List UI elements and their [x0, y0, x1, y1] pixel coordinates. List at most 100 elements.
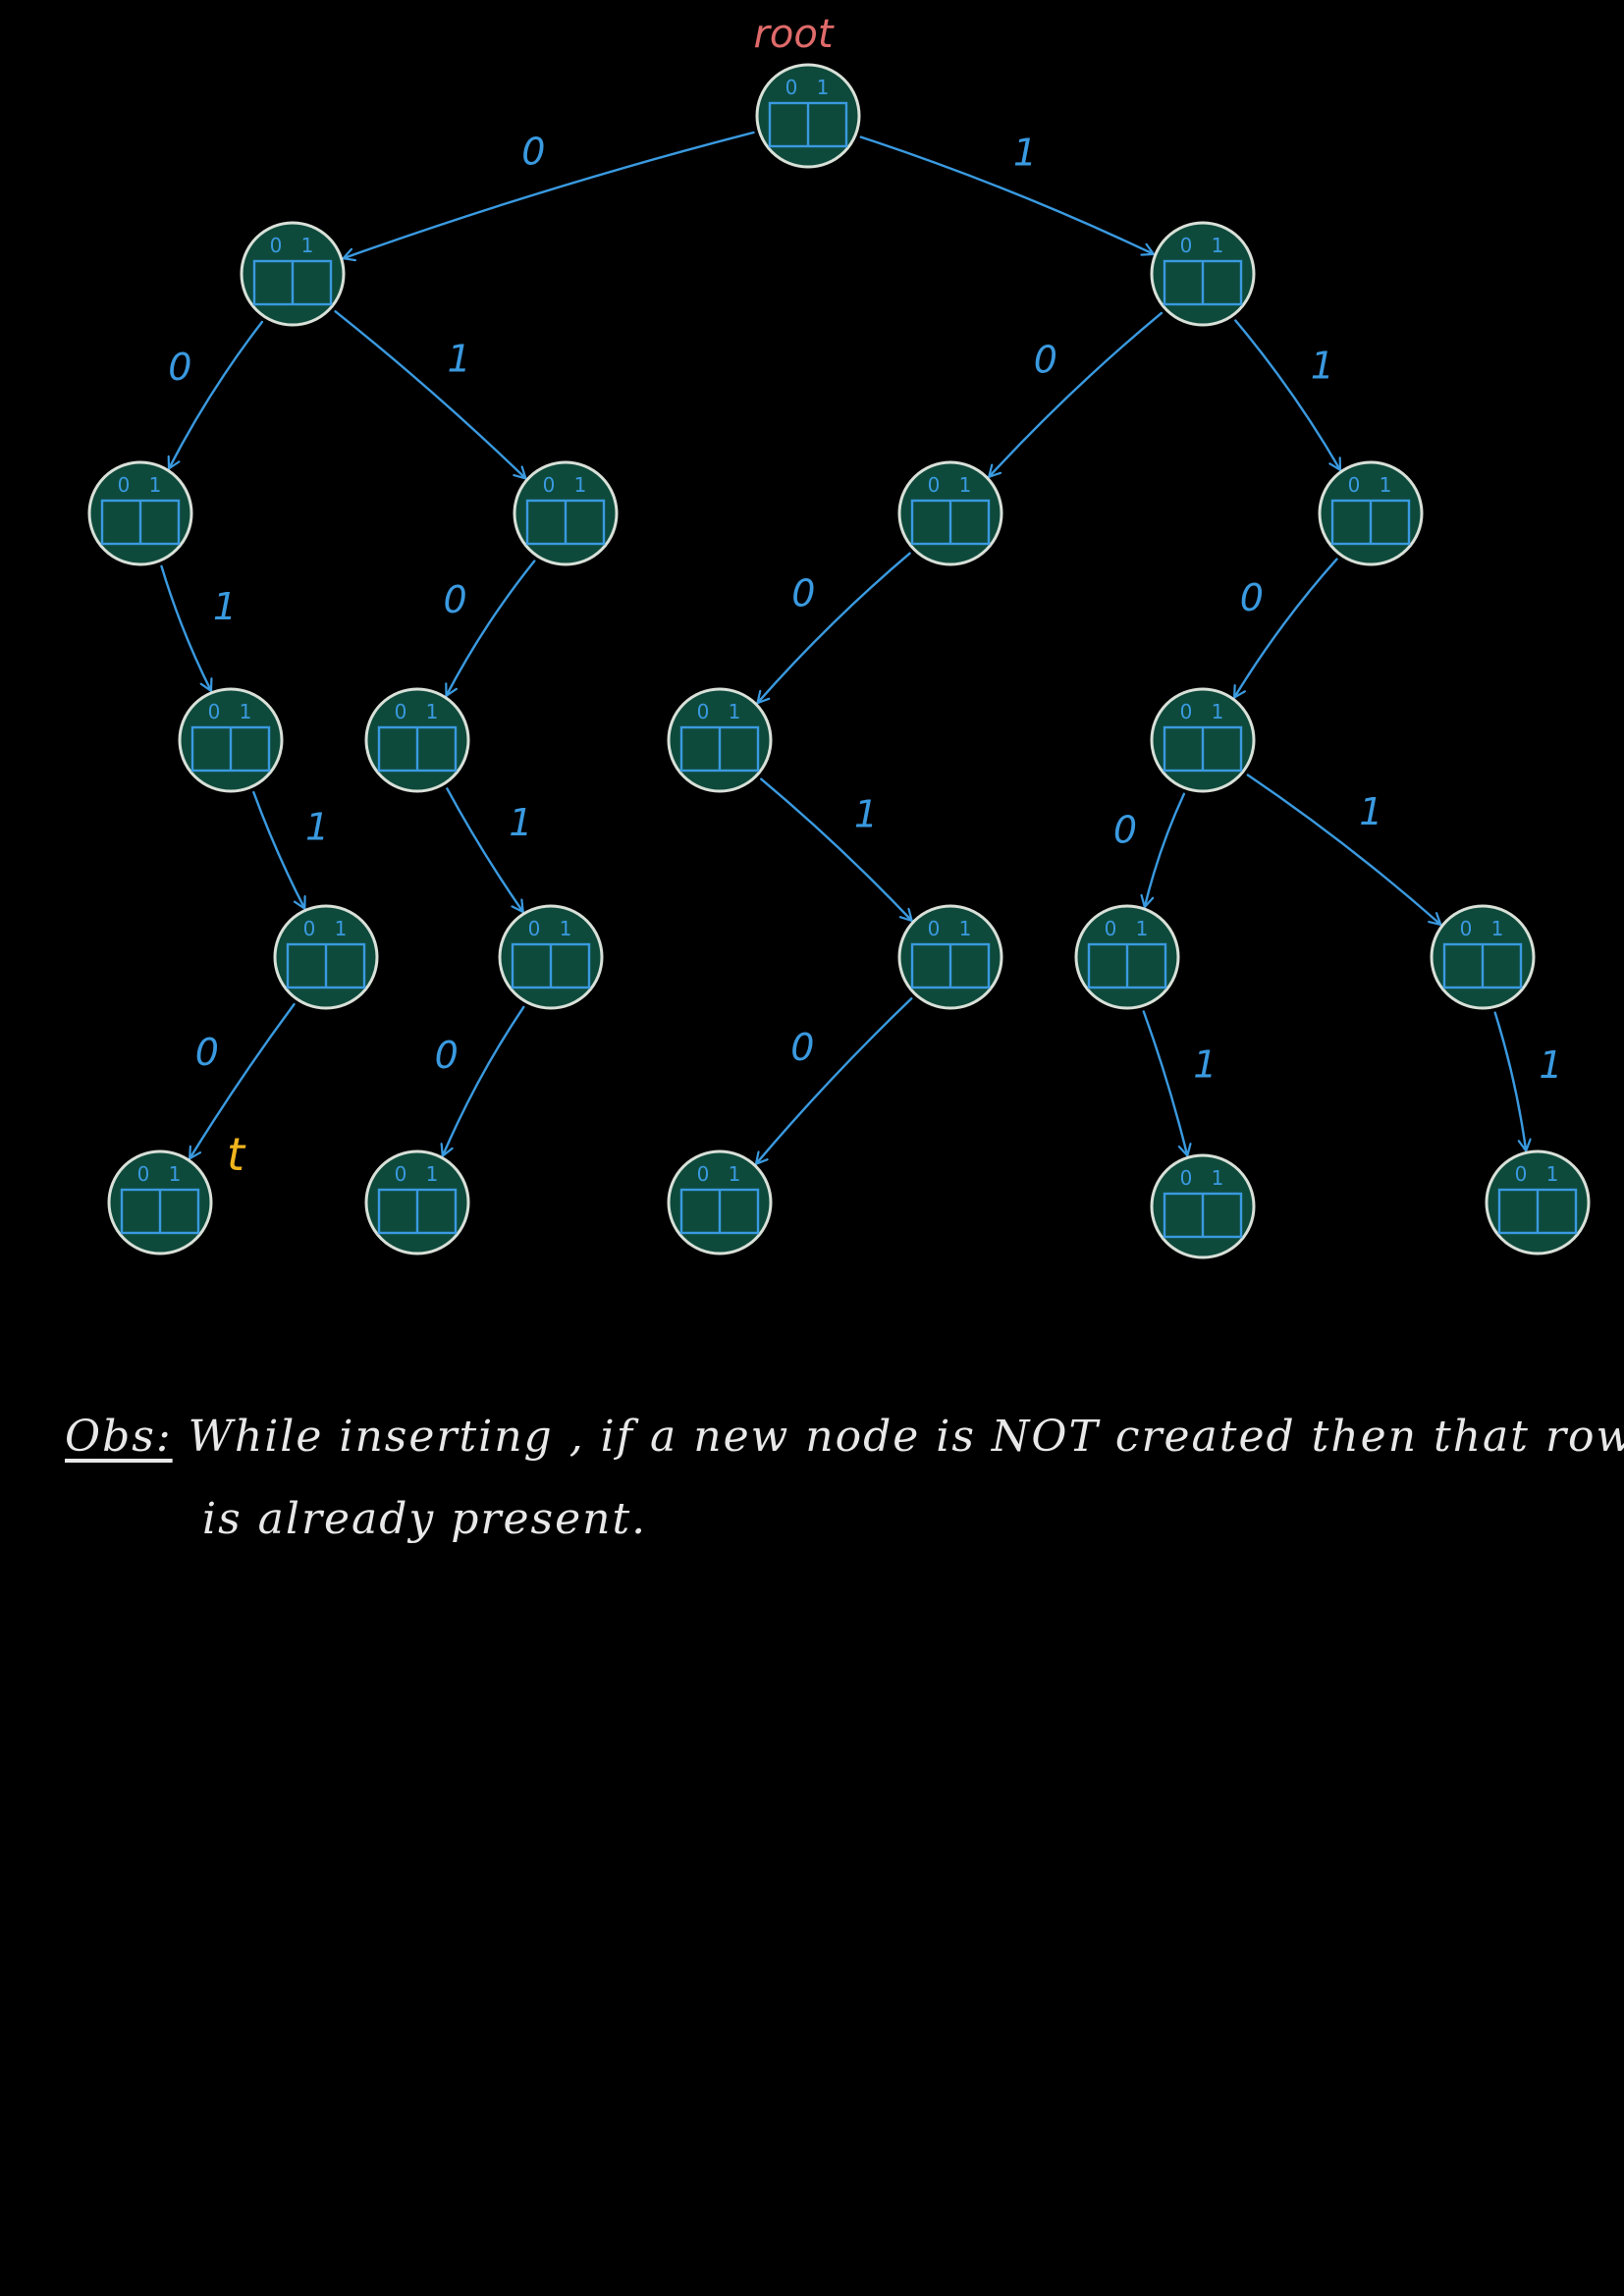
edge-n14-n19 [1142, 1010, 1188, 1157]
edge-bit-label-n15-n20: 1 [1539, 1043, 1562, 1087]
observation-line-2: is already present. [202, 1494, 647, 1544]
cell-index-1: 1 [574, 473, 587, 497]
cell-index-1: 1 [335, 917, 348, 940]
cell-index-0: 0 [395, 700, 407, 723]
cell-index-0: 0 [1348, 473, 1361, 497]
edge-bit-label-n8-n12: 1 [509, 801, 532, 844]
edge-bit-label-n13-n18: 0 [790, 1026, 814, 1069]
edge-bit-label-n11-n16: 0 [195, 1031, 219, 1074]
cell-index-1: 1 [1491, 917, 1504, 940]
edge-n7-n11 [252, 790, 304, 910]
edge-bit-label-n12-n17: 0 [435, 1034, 459, 1077]
edge-bit-label-n4-n8: 0 [444, 578, 467, 621]
cell-index-1: 1 [1212, 1166, 1224, 1190]
edge-bit-label-n0-n1: 0 [521, 130, 545, 173]
edge-n10-n15 [1246, 774, 1442, 927]
cell-index-0: 0 [928, 917, 941, 940]
edge-n11-n16 [189, 1002, 296, 1160]
cell-index-1: 1 [1380, 473, 1392, 497]
cell-index-0: 0 [118, 473, 131, 497]
cell-index-1: 1 [560, 917, 572, 940]
edge-bit-label-n7-n11: 1 [305, 806, 329, 849]
edge-n1-n4 [334, 310, 527, 480]
cell-index-0: 0 [928, 473, 941, 497]
cell-index-1: 1 [817, 76, 830, 99]
edge-bit-label-n9-n13: 1 [854, 793, 878, 836]
edge-n0-n1 [342, 131, 755, 258]
edge-n3-n7 [160, 564, 212, 692]
edge-n10-n14 [1145, 792, 1186, 909]
edge-n5-n9 [756, 552, 911, 705]
cell-index-1: 1 [959, 917, 972, 940]
cell-index-0: 0 [1460, 917, 1473, 940]
pointer-t-label: t [227, 1128, 246, 1181]
edge-bit-label-n1-n4: 1 [448, 337, 471, 380]
cell-index-1: 1 [1212, 234, 1224, 257]
edge-bit-label-n10-n14: 0 [1113, 808, 1137, 851]
cell-index-1: 1 [1546, 1162, 1559, 1186]
edge-n2-n6 [1234, 319, 1342, 471]
cell-index-0: 0 [270, 234, 283, 257]
observation-text-2: is already present. [202, 1494, 648, 1544]
edge-n2-n5 [988, 311, 1164, 478]
cell-index-0: 0 [1180, 234, 1193, 257]
edge-n13-n18 [754, 997, 913, 1165]
edge-bit-label-n6-n10: 0 [1240, 576, 1264, 619]
cell-index-0: 0 [543, 473, 556, 497]
edge-bit-label-n14-n19: 1 [1193, 1042, 1217, 1086]
cell-index-0: 0 [697, 700, 710, 723]
cell-index-0: 0 [303, 917, 316, 940]
cell-index-0: 0 [1105, 917, 1117, 940]
edge-bit-label-n10-n15: 1 [1359, 790, 1382, 833]
cell-index-1: 1 [301, 234, 314, 257]
edge-bit-label-n1-n3: 0 [168, 346, 191, 389]
cell-index-1: 1 [149, 473, 162, 497]
edge-n9-n13 [760, 777, 913, 923]
edge-n6-n10 [1232, 558, 1338, 699]
cell-index-0: 0 [395, 1162, 407, 1186]
observation-text-1: While inserting , if a new node is NOT c… [188, 1412, 1624, 1462]
cell-index-1: 1 [729, 700, 741, 723]
edge-n0-n2 [859, 135, 1156, 254]
root-label: root [753, 12, 834, 57]
cell-index-1: 1 [1212, 700, 1224, 723]
cell-index-0: 0 [1180, 1166, 1193, 1190]
cell-index-1: 1 [240, 700, 252, 723]
edge-bit-label-n0-n2: 1 [1013, 132, 1037, 175]
edge-n8-n12 [446, 787, 524, 914]
edge-n12-n17 [443, 1005, 525, 1157]
cell-index-1: 1 [169, 1162, 182, 1186]
cell-index-0: 0 [528, 917, 541, 940]
cell-index-0: 0 [208, 700, 221, 723]
edge-bit-label-n3-n7: 1 [213, 585, 237, 628]
edge-bit-label-n5-n9: 0 [791, 571, 815, 614]
edge-bit-label-n2-n5: 0 [1034, 338, 1057, 381]
cell-index-0: 0 [785, 76, 798, 99]
cell-index-1: 1 [426, 1162, 439, 1186]
edge-bit-label-n2-n6: 1 [1311, 344, 1334, 387]
cell-index-0: 0 [137, 1162, 150, 1186]
observation-label: Obs: [65, 1412, 173, 1462]
